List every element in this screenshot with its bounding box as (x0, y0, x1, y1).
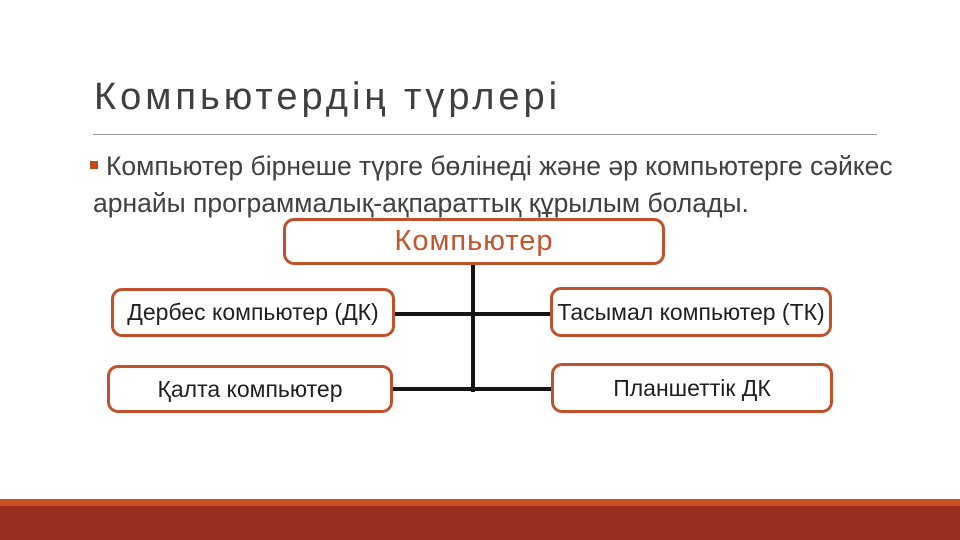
diagram-node-pocket-computer: Қалта компьютер (107, 365, 393, 413)
diagram-connector-row1 (395, 312, 550, 316)
diagram-connector-trunk (471, 265, 475, 392)
bullet-line-1: Компьютер бірнеше түрге бөлінеді және әр… (90, 148, 893, 185)
bullet-paragraph: Компьютер бірнеше түрге бөлінеді және әр… (90, 148, 893, 222)
footer-band (0, 506, 960, 540)
diagram-node-portable-computer: Тасымал компьютер (ТК) (550, 287, 832, 337)
footer-accent-line (0, 499, 960, 506)
bullet-text-line-2: арнайы программалық-ақпараттық құрылым б… (93, 188, 749, 218)
diagram-node-root: Компьютер (283, 218, 665, 265)
slide-title: Компьютердің түрлері (94, 76, 562, 118)
diagram-connector-row2 (393, 387, 551, 391)
diagram-node-tablet-pc: Планшеттік ДК (551, 363, 833, 413)
diagram-node-desktop-computer: Дербес компьютер (ДК) (111, 288, 395, 337)
bullet-square-icon (90, 161, 98, 169)
bullet-text-line-1: Компьютер бірнеше түрге бөлінеді және әр… (106, 151, 893, 181)
title-underline-rule (93, 134, 877, 135)
